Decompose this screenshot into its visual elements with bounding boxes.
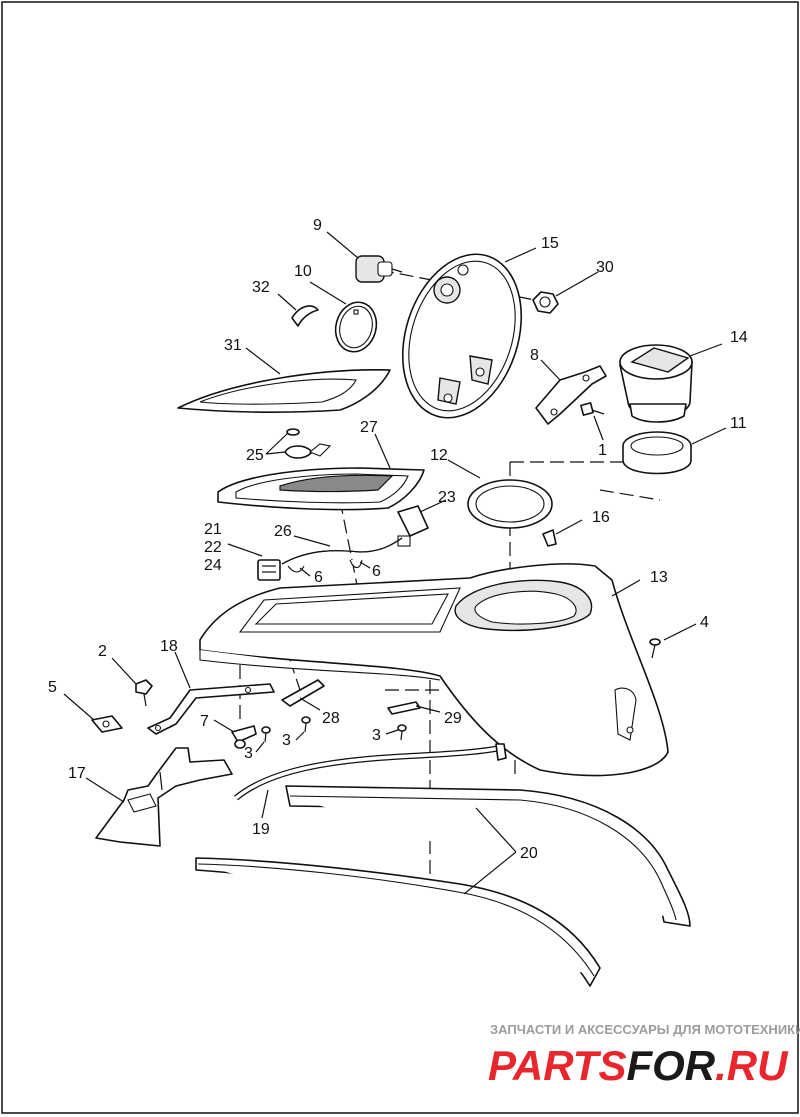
part-10-seal: [334, 301, 378, 353]
callout-3-c: 3: [372, 727, 381, 744]
callout-27: 27: [360, 419, 378, 436]
callout-19: 19: [252, 821, 270, 838]
callout-29: 29: [444, 710, 462, 727]
callout-11: 11: [730, 415, 747, 432]
part-drawings: [91, 253, 693, 987]
part-32-clip: [291, 305, 319, 327]
callout-32: 32: [252, 279, 270, 296]
part-7-tab: [231, 725, 257, 749]
callout-labels: 9 15 10 30 32 14 31 8 27 11 25 1 12 23 1…: [48, 217, 748, 862]
part-23-connector: [397, 505, 429, 547]
part-8-bracket: [535, 365, 607, 425]
watermark-brand-red: PARTS: [488, 1042, 626, 1089]
part-19-hose: [234, 743, 507, 801]
part-27-console-cover: [217, 467, 425, 511]
callout-13: 13: [650, 569, 668, 586]
part-28-plate: [281, 679, 325, 707]
part-31-trim-panel: [177, 369, 391, 413]
callout-6-left: 6: [314, 569, 323, 586]
watermark-brand: PARTSFOR.RU: [488, 1042, 789, 1089]
callout-21: 21: [204, 521, 222, 538]
watermark: ЗАПЧАСТИ И АКСЕССУАРЫ ДЛЯ МОТОТЕХНИКИ PA…: [488, 1022, 800, 1089]
callout-9: 9: [313, 217, 322, 234]
callout-31: 31: [224, 337, 242, 354]
part-17-lower-bracket: [95, 747, 233, 847]
callout-26: 26: [274, 523, 292, 540]
callout-4: 4: [700, 614, 709, 631]
part-1-bolt: [580, 402, 605, 416]
callout-23: 23: [438, 489, 456, 506]
callout-30: 30: [596, 259, 614, 276]
part-30-nut: [532, 291, 559, 314]
callout-2: 2: [98, 643, 107, 660]
part-25-clip: [284, 428, 332, 459]
callout-1: 1: [598, 442, 607, 459]
part-9-fitting: [355, 255, 403, 283]
callout-24: 24: [204, 557, 222, 574]
callout-22: 22: [204, 539, 222, 556]
callout-16: 16: [592, 509, 610, 526]
part-16-pin: [542, 529, 557, 547]
callout-17: 17: [68, 765, 86, 782]
callout-28: 28: [322, 710, 340, 727]
part-12-gasket: [467, 479, 553, 529]
callout-3-b: 3: [282, 732, 291, 749]
part-18-bracket-arm: [147, 683, 275, 735]
part-4-screw: [649, 638, 661, 659]
part-5-clip-nut: [91, 715, 123, 733]
part-29-plate: [387, 701, 421, 715]
callout-6-right: 6: [372, 563, 381, 580]
part-15-mounting-plate: [401, 253, 523, 419]
part-20-trim-strips: [195, 785, 691, 987]
callout-7: 7: [200, 713, 209, 730]
part-3-screws: [261, 716, 407, 743]
callout-5: 5: [48, 679, 57, 696]
watermark-brand-domain: .RU: [715, 1042, 789, 1089]
callout-18: 18: [160, 638, 178, 655]
watermark-brand-black: FOR: [626, 1042, 715, 1089]
callout-20: 20: [520, 845, 538, 862]
part-11-ring-gasket: [622, 431, 692, 475]
part-14-fuel-cap: [619, 344, 693, 423]
part-13-console-body: [199, 563, 669, 777]
callout-14: 14: [730, 329, 748, 346]
part-2-bolt: [135, 679, 153, 707]
callout-25: 25: [246, 447, 264, 464]
callout-10: 10: [294, 263, 312, 280]
watermark-caption: ЗАПЧАСТИ И АКСЕССУАРЫ ДЛЯ МОТОТЕХНИКИ: [490, 1022, 800, 1037]
callout-12: 12: [430, 447, 448, 464]
callout-15: 15: [541, 235, 559, 252]
callout-3-a: 3: [244, 745, 253, 762]
leader-lines: [63, 231, 727, 895]
callout-8: 8: [530, 347, 539, 364]
